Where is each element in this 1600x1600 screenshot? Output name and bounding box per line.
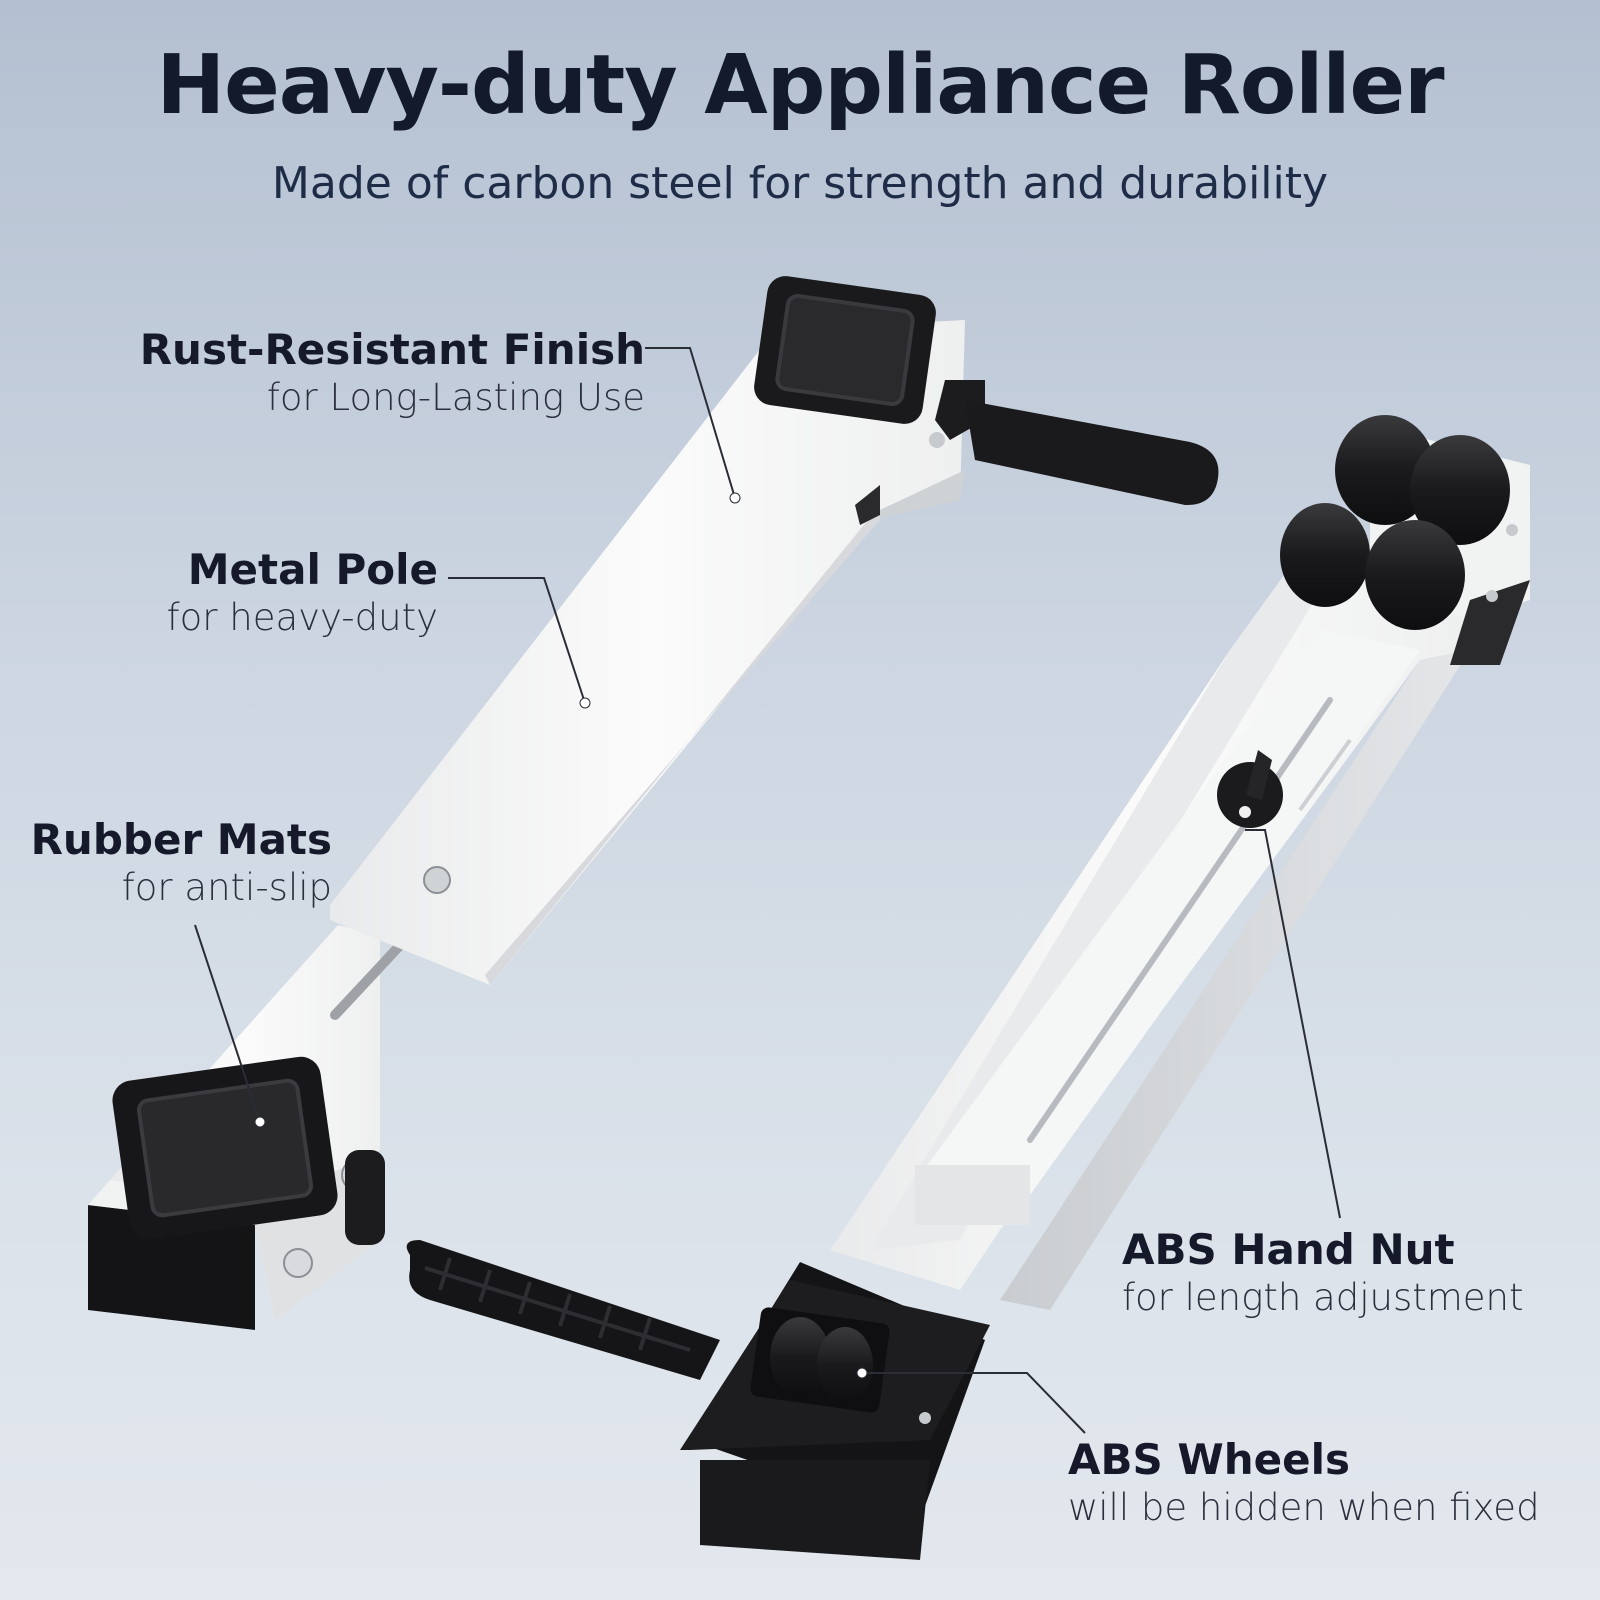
dot-rust-resistant (729, 492, 741, 504)
callout-abs-wheels: ABS Wheels will be hidden when fixed (1068, 1435, 1593, 1531)
callout-subtitle: for length adjustment (1122, 1276, 1524, 1319)
callout-metal-pole: Metal Pole for heavy-duty (18, 545, 438, 641)
callout-title: ABS Wheels (1068, 1435, 1350, 1484)
leader-hand-nut (1245, 829, 1341, 1219)
left-bar-rivet (423, 866, 451, 894)
leader-abs-wheels (862, 1372, 1086, 1434)
callout-leaders (194, 347, 1341, 1434)
right-bar-bottom-wheel-pad (680, 1262, 990, 1560)
callout-rubber-mats: Rubber Mats for anti-slip (12, 815, 332, 911)
page-subtitle: Made of carbon steel for strength and du… (271, 158, 1329, 209)
dot-rubber-mats (254, 1116, 266, 1128)
right-bar (406, 415, 1530, 1560)
page-title: Heavy-duty Appliance Roller (156, 38, 1444, 133)
callout-subtitle: will be hidden when fixed (1068, 1486, 1540, 1529)
left-bar-top-handle (929, 380, 1219, 506)
leader-metal-pole (448, 577, 586, 704)
callout-subtitle: for heavy-duty (166, 596, 438, 639)
callout-subtitle: for Long-Lasting Use (266, 376, 645, 419)
callout-title: Metal Pole (187, 545, 438, 594)
callout-title: Rubber Mats (30, 815, 332, 864)
callout-rust-resistant: Rust-Resistant Finish for Long-Lasting U… (85, 325, 645, 421)
right-bar-bottom-handle (406, 1240, 720, 1380)
left-bar-tube (330, 320, 965, 985)
callout-title: ABS Hand Nut (1122, 1225, 1455, 1274)
right-bar-top-wheels (1280, 415, 1518, 630)
callout-title: Rust-Resistant Finish (139, 325, 645, 374)
dot-abs-wheels (856, 1367, 868, 1379)
dot-metal-pole (579, 697, 591, 709)
callout-dots (254, 492, 868, 1379)
leader-rubber-mats (194, 924, 261, 1123)
hand-nut-knob (1217, 750, 1283, 828)
left-bar-bottom-rubber-mat (112, 1056, 338, 1240)
left-bar-end-block (88, 1205, 255, 1330)
left-bar (88, 276, 1219, 1330)
callout-subtitle: for anti-slip (121, 866, 332, 909)
left-bar-top-rubber-mat (754, 276, 936, 424)
callout-hand-nut: ABS Hand Nut for length adjustment (1122, 1225, 1592, 1321)
leader-rust-resistant (645, 347, 736, 499)
